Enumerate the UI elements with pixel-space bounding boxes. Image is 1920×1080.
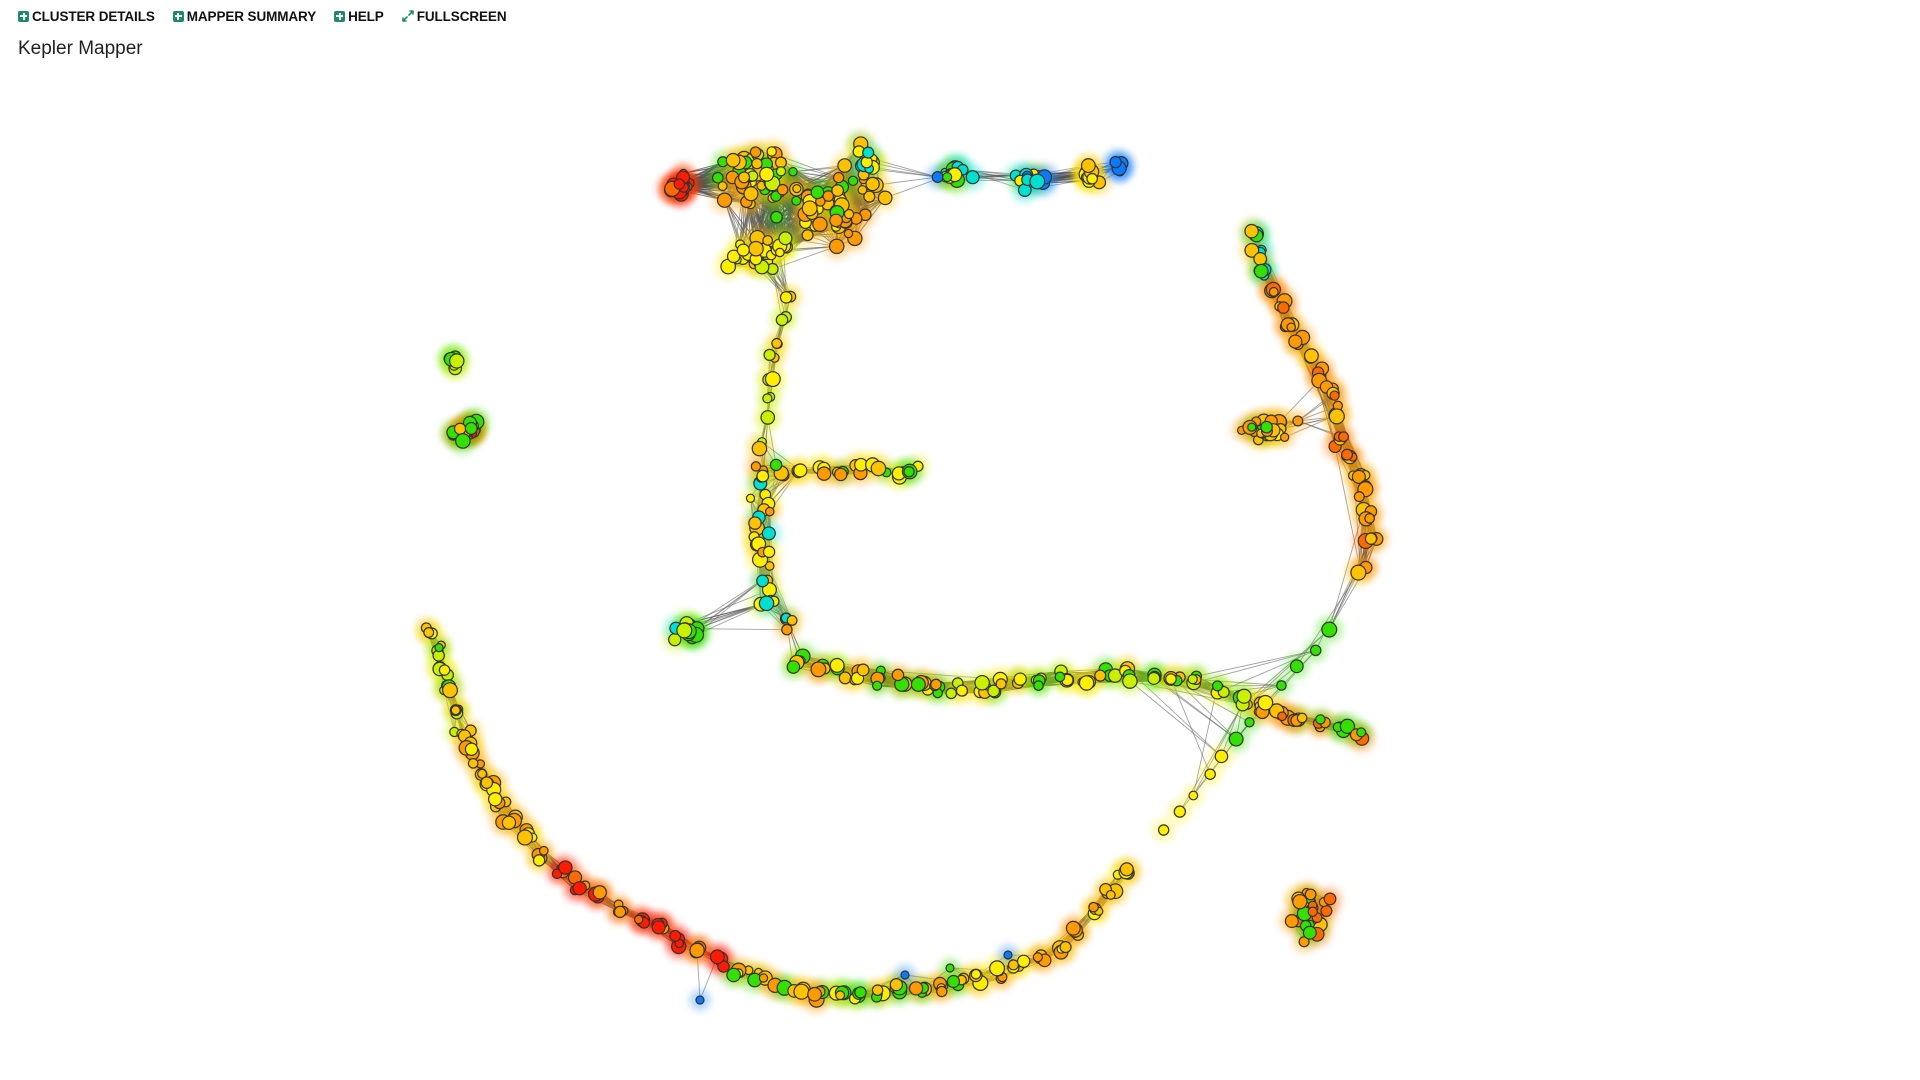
expand-arrows-icon	[401, 10, 414, 22]
plus-square-icon	[18, 10, 29, 22]
cluster-details-label: CLUSTER DETAILS	[32, 8, 155, 24]
page-title: Kepler Mapper	[18, 38, 143, 59]
cluster-details-button[interactable]: CLUSTER DETAILS	[18, 9, 155, 24]
fullscreen-button[interactable]: FULLSCREEN	[401, 8, 507, 24]
mapper-summary-button[interactable]: MAPPER SUMMARY	[172, 8, 317, 24]
mapper-summary-label: MAPPER SUMMARY	[186, 8, 317, 24]
help-button[interactable]: HELP	[334, 9, 384, 24]
plus-square-icon	[172, 10, 184, 22]
toolbar: CLUSTER DETAILS MAPPER SUMMARY HELP FULL…	[18, 6, 507, 26]
help-label: HELP	[348, 8, 384, 24]
graph-edge	[697, 628, 787, 631]
fullscreen-label: FULLSCREEN	[416, 8, 507, 24]
plus-square-icon	[334, 10, 346, 22]
